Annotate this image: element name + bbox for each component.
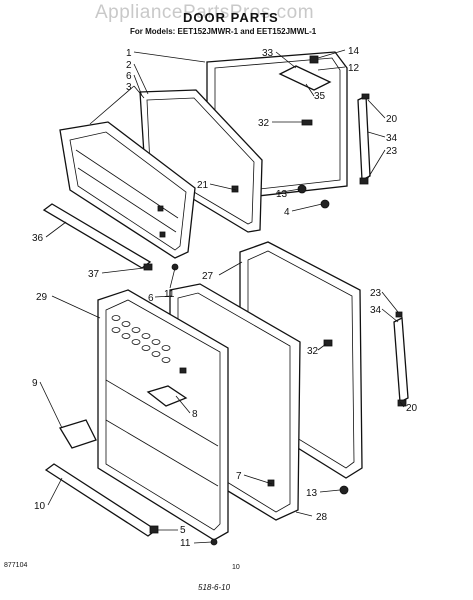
callout-13-lower: 13 [306, 488, 318, 499]
lower-inner-door [97, 289, 229, 541]
callout-20-upper: 20 [386, 114, 398, 125]
callout-12: 12 [348, 63, 360, 74]
callout-2: 2 [126, 60, 132, 71]
callout-9: 9 [32, 378, 38, 389]
page-number: 10 [232, 564, 240, 571]
callout-36: 36 [32, 233, 44, 244]
callout-6-upper: 6 [126, 71, 132, 82]
shelf-bar-end-cap [143, 263, 153, 271]
watermark: AppliancePartsPros.com [95, 2, 315, 23]
callout-numbers: 1 2 6 3 33 14 12 35 32 20 34 23 21 13 4 … [32, 46, 418, 549]
callout-20-lower: 20 [406, 403, 418, 414]
callout-34-upper: 34 [386, 133, 398, 144]
callout-11-upper: 11 [164, 289, 175, 300]
upper-handle [278, 55, 332, 209]
drawing-code: 877104 [4, 562, 28, 569]
callout-37: 37 [88, 269, 100, 280]
egg-tray-holes [111, 315, 171, 363]
callout-3: 3 [126, 82, 132, 93]
callout-32-lower: 32 [307, 346, 319, 357]
callout-28: 28 [316, 512, 328, 523]
callout-6-lower: 6 [148, 293, 154, 304]
callout-34-lower: 34 [370, 305, 382, 316]
callout-5: 5 [180, 525, 186, 536]
callout-35: 35 [314, 91, 326, 102]
callout-33: 33 [262, 48, 274, 59]
lower-hinge-strip [393, 311, 409, 407]
callout-14: 14 [348, 46, 360, 57]
leader-lines [39, 49, 405, 544]
callout-4: 4 [284, 207, 290, 218]
lower-screw-32 [323, 339, 333, 347]
callout-23-upper: 23 [386, 146, 398, 157]
callout-10: 10 [34, 501, 46, 512]
diagram-title: DOOR PARTS [183, 10, 279, 25]
handwritten-note: 518-6-10 [198, 583, 231, 592]
model-subtitle: For Models: EET152JMWR-1 and EET152JMWL-… [130, 27, 317, 36]
callout-7: 7 [236, 471, 242, 482]
callout-27: 27 [202, 271, 214, 282]
upper-screw-11 [171, 263, 179, 271]
callout-8: 8 [192, 409, 198, 420]
dairy-compartment-door [59, 419, 97, 449]
lower-bumper [339, 485, 349, 495]
callout-32-upper: 32 [258, 118, 270, 129]
callout-13-upper: 13 [276, 189, 288, 200]
callout-21: 21 [197, 180, 209, 191]
upper-hinge-strip [357, 93, 371, 185]
callout-29: 29 [36, 292, 48, 303]
callout-1: 1 [126, 48, 132, 59]
callout-11-lower: 11 [180, 538, 191, 549]
callout-23-lower: 23 [370, 288, 382, 299]
upper-inner-door [59, 121, 196, 259]
lower-bar-end-cap [149, 525, 159, 534]
upper-shelf-bar [42, 203, 152, 269]
